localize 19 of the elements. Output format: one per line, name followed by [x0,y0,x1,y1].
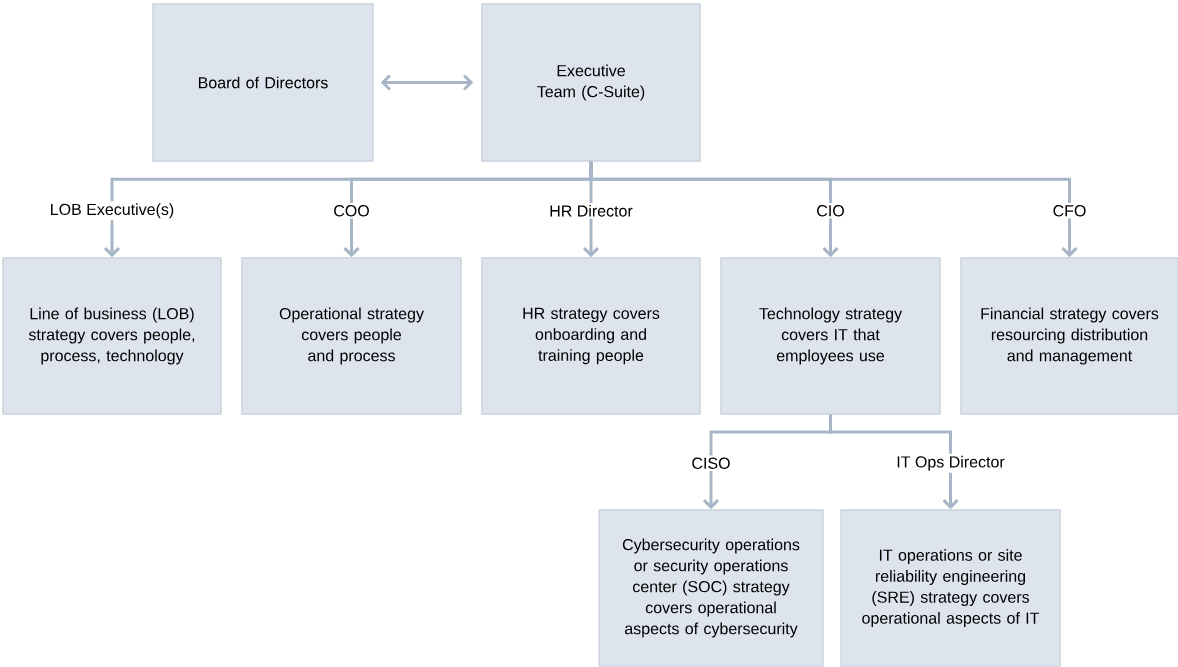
connector-arrow [829,414,959,510]
org-box: Executive Team (C-Suite) [481,3,701,162]
edge-label: CFO [1050,203,1089,219]
connector-arrow [589,161,1078,258]
org-box: HR strategy covers onboarding and training people [481,257,701,415]
org-box: Line of business (LOB) strategy covers people, process, technology [2,257,222,415]
edge-label: LOB Executive(s) [47,201,177,221]
org-box: Operational strategy covers people and process [241,257,462,415]
connector-arrow [380,74,474,91]
org-box: Financial strategy covers resourcing distribution and management [960,257,1178,415]
org-box: Cybersecurity operations or security operations center (SOC) strategy covers operational aspects of cybersecurity [598,509,824,667]
org-box: Board of Directors [152,3,374,162]
edge-label: CISO [689,455,733,471]
org-box: IT operations or site reliability engineering (SRE) strategy covers operational aspects of IT [840,509,1061,667]
edge-label: COO [331,203,372,219]
edge-label: HR Director [547,202,635,219]
edge-label: IT Ops Director [894,453,1007,473]
edge-label: CIO [814,203,847,219]
org-box: Technology strategy covers IT that employees use [720,257,941,415]
